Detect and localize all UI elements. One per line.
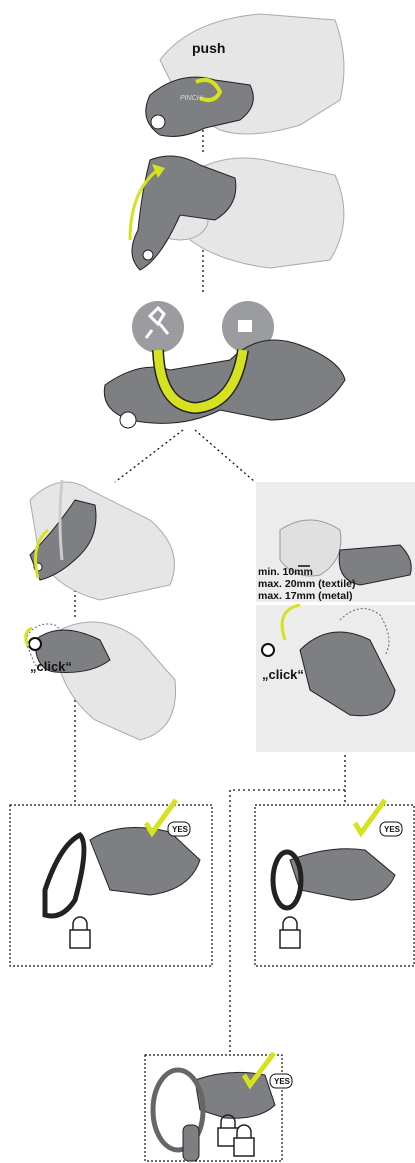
pinch-device bbox=[195, 1072, 275, 1118]
click-label-right: „click“ bbox=[262, 667, 304, 682]
push-label: push bbox=[192, 40, 225, 56]
step-clip-left-illustration bbox=[30, 480, 175, 600]
step-click-left-illustration bbox=[25, 622, 176, 740]
yes-badge-left: YES bbox=[172, 825, 188, 834]
spec-max-textile: max. 20mm (textile) bbox=[258, 578, 355, 590]
yes-badge-bottom: YES bbox=[274, 1077, 290, 1086]
spec-max-metal: max. 17mm (metal) bbox=[258, 590, 353, 602]
spec-min-width: min. 10mm bbox=[258, 566, 313, 578]
pinch-device bbox=[104, 340, 345, 423]
device-hole bbox=[151, 115, 165, 129]
click-label-left: „click“ bbox=[30, 659, 72, 674]
yes-badge-right: YES bbox=[384, 825, 400, 834]
device-brand-text: PINCH bbox=[180, 95, 203, 102]
step-rope-illustration bbox=[104, 301, 345, 428]
lock-icon-second bbox=[234, 1125, 254, 1156]
result-box-bottom bbox=[145, 1053, 292, 1161]
step-open-illustration bbox=[130, 156, 344, 270]
step-push-illustration: PINCH bbox=[146, 14, 344, 136]
